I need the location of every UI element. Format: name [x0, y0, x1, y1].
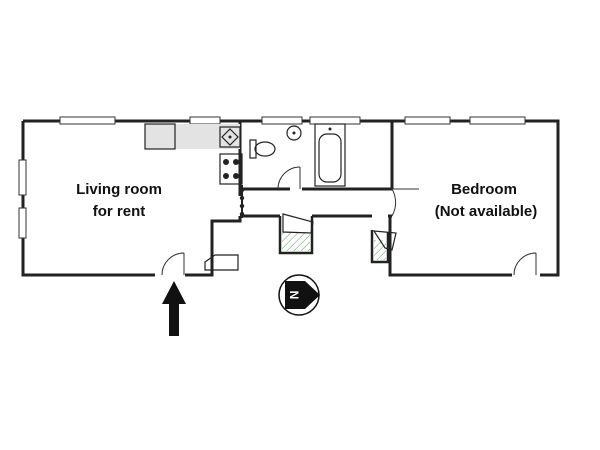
bedroom-label-line1: Bedroom — [451, 181, 517, 198]
bedroom-walls — [388, 119, 560, 277]
north-arrow-icon: N — [278, 274, 320, 316]
window — [189, 116, 221, 125]
window — [18, 207, 27, 239]
bathroom-sink-icon — [286, 125, 302, 141]
closet-hatch — [374, 240, 386, 260]
core-walls — [240, 119, 392, 218]
window — [469, 116, 526, 125]
bathtub-icon — [314, 123, 346, 187]
bedroom-label-line2: (Not available) — [435, 203, 538, 220]
bathroom-door — [277, 166, 301, 190]
partition-divider — [239, 185, 245, 218]
bedroom-door — [391, 188, 397, 217]
window — [309, 116, 361, 125]
entrance-arrow-icon — [162, 281, 186, 336]
bedroom-closet-door — [513, 252, 537, 276]
entry-door — [161, 252, 185, 276]
closet-door — [372, 230, 397, 251]
kitchen-sink-icon — [219, 126, 241, 148]
entry-shelf — [204, 254, 239, 271]
window — [18, 159, 27, 196]
bathroom — [249, 123, 346, 190]
window — [261, 116, 303, 125]
closet-door — [282, 213, 314, 234]
hall-closets — [204, 213, 397, 271]
kitchen-counter — [145, 124, 240, 149]
windows — [18, 116, 526, 239]
toilet-icon — [249, 139, 276, 159]
window — [404, 116, 451, 125]
stove-icon — [219, 153, 243, 185]
window — [59, 116, 116, 125]
doors — [161, 188, 537, 276]
refrigerator — [144, 123, 176, 150]
closet-hatch — [282, 232, 310, 251]
living-room-label-line2: for rent — [93, 203, 146, 220]
living-room-label-line1: Living room — [76, 181, 162, 198]
kitchen — [144, 123, 243, 185]
compass-letter: N — [287, 291, 301, 300]
